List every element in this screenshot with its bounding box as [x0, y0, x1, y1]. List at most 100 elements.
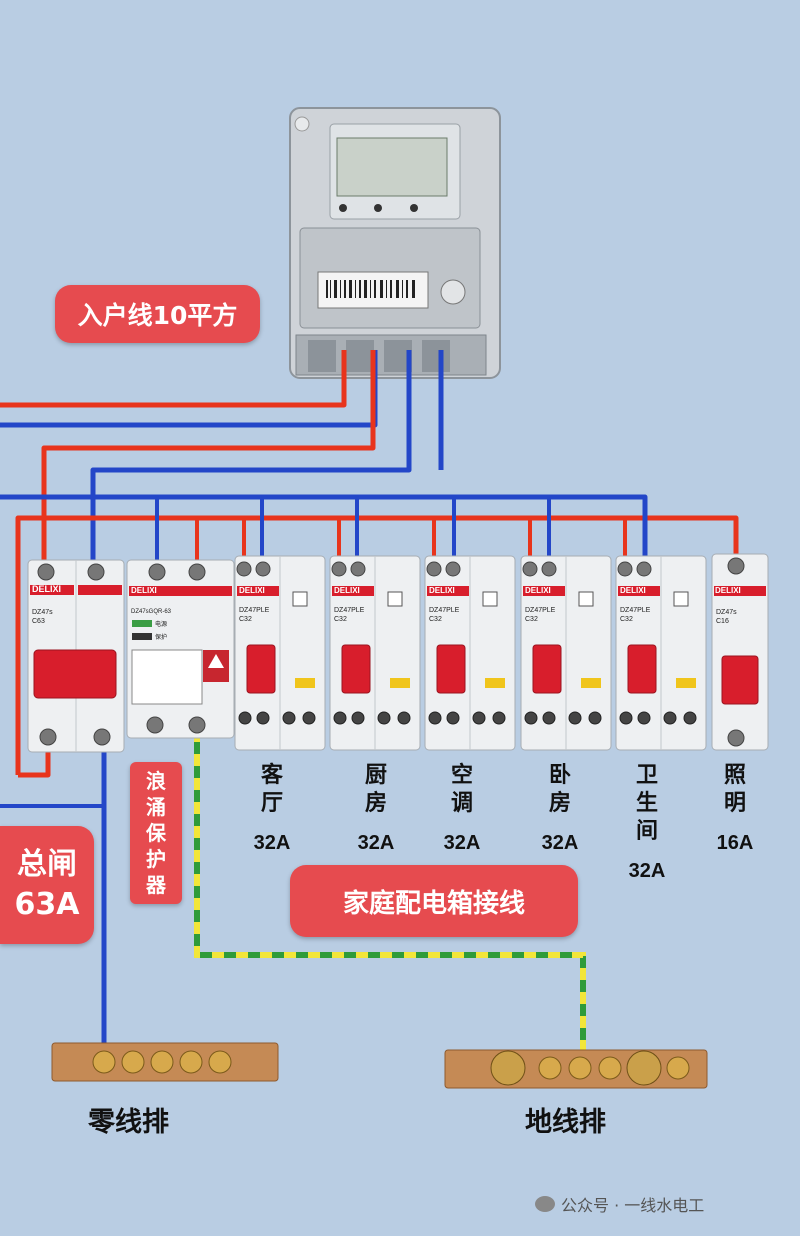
svg-text:DELIXI: DELIXI — [715, 586, 741, 595]
spd-model: DZ47sGQR-63 — [131, 609, 172, 615]
terminal-screw — [302, 711, 316, 725]
room-char: 房 — [548, 791, 571, 816]
terminal-screw — [351, 711, 365, 725]
rcbo-breaker: DELIXI DZ47PLE C32 — [424, 555, 516, 751]
breaker-rating: C32 — [429, 616, 442, 623]
room-char: 明 — [723, 791, 746, 816]
terminal-screw — [568, 711, 582, 725]
neutral-bar-label: 零线排 — [88, 1107, 169, 1138]
breaker-rating: C32 — [525, 616, 538, 623]
breaker-model: DZ47PLE — [334, 607, 365, 614]
terminal-screw — [282, 711, 296, 725]
wechat-icon — [535, 1196, 555, 1212]
live-wire — [18, 745, 51, 778]
room-char: 厨 — [364, 763, 387, 788]
circuit-label-kitchen: 厨 房 32A — [354, 762, 398, 855]
breaker-handle — [532, 644, 562, 694]
breaker-rating: C63 — [32, 618, 45, 625]
terminal-screw — [256, 711, 270, 725]
live-wire — [41, 350, 376, 570]
electric-meter — [289, 107, 501, 379]
circuit-label-air-conditioner: 空 调 32A — [440, 762, 484, 855]
indicator — [676, 678, 696, 688]
main-breaker-handle — [33, 649, 117, 699]
breaker-handle — [627, 644, 657, 694]
test-button — [387, 591, 403, 607]
terminal-screw — [331, 561, 347, 577]
room-char: 空 — [450, 763, 473, 788]
barcode — [326, 280, 415, 298]
room-char: 客 — [260, 763, 283, 788]
brand-logo: DELIXI — [429, 586, 455, 595]
terminal-screw — [541, 561, 557, 577]
terminal-screw — [588, 711, 602, 725]
brand-logo: DELIXI — [32, 584, 61, 594]
live-wire — [0, 350, 347, 408]
spd-char: 浪 — [146, 769, 166, 793]
test-button — [673, 591, 689, 607]
brand-logo: DELIXI — [525, 586, 551, 595]
spd-char: 护 — [146, 847, 166, 871]
breaker-handle — [341, 644, 371, 694]
terminal-screw — [397, 711, 411, 725]
live-wire — [15, 515, 739, 775]
circuit-label-bedroom: 卧 房 32A — [538, 762, 582, 855]
test-button — [578, 591, 594, 607]
terminal-screw — [333, 711, 347, 725]
breaker-model: DZ47s — [32, 609, 53, 616]
terminal-screw — [522, 561, 538, 577]
terminal-screw — [428, 711, 442, 725]
breaker-rating: C32 — [239, 616, 252, 623]
circuit-breakers: DELIXIDZ47PLEC32DELIXIDZ47PLEC32DELIXIDZ… — [234, 555, 707, 751]
main-switch-line2: 63A — [14, 887, 80, 922]
spd-char: 涌 — [146, 795, 166, 819]
terminal-screw — [236, 561, 252, 577]
branch-wires — [155, 497, 627, 562]
watermark-text: 公众号 · 一线水电工 — [561, 1196, 705, 1215]
amp-rating: 32A — [357, 832, 395, 854]
breaker-model: DZ47PLE — [525, 607, 556, 614]
terminal-screw — [446, 711, 460, 725]
meter-seal — [440, 279, 466, 305]
diagram-title: 家庭配电箱接线 — [290, 865, 578, 937]
neutral-wire — [90, 350, 412, 570]
room-char: 卧 — [548, 763, 571, 788]
terminal-screw — [524, 711, 538, 725]
amp-rating: 32A — [541, 832, 579, 854]
amp-rating: 32A — [443, 832, 481, 854]
amp-rating: 32A — [253, 832, 291, 854]
spd-lamp-protect: 保护 — [155, 633, 167, 641]
lighting-model: DZ47s — [716, 609, 737, 616]
terminal-screw — [350, 561, 366, 577]
room-char: 房 — [364, 791, 387, 816]
terminal-screw — [637, 711, 651, 725]
indicator — [485, 678, 505, 688]
ground-bar — [444, 1049, 708, 1089]
terminal-screw — [377, 711, 391, 725]
breaker-model: DZ47PLE — [429, 607, 460, 614]
terminal-screw — [542, 711, 556, 725]
incoming-line-label: 入户线10平方 — [55, 285, 260, 343]
terminal-screw — [492, 711, 506, 725]
svg-text:DELIXI: DELIXI — [131, 586, 157, 595]
room-char: 间 — [635, 819, 658, 844]
spd-char: 保 — [146, 821, 166, 845]
circuit-label-lighting: 照 明 16A — [713, 762, 757, 855]
main-switch-line1: 总闸 — [17, 847, 77, 882]
terminal-screw — [617, 561, 633, 577]
main-breaker: DELIXI DZ47s C63 — [27, 559, 125, 753]
terminal-screw — [426, 561, 442, 577]
terminal-screw — [683, 711, 697, 725]
ground-wire — [194, 730, 586, 1065]
amp-rating: 32A — [628, 860, 666, 882]
breaker-rating: C32 — [620, 616, 633, 623]
room-char: 照 — [723, 763, 746, 788]
circuit-label-bathroom: 卫 生 间 32A — [625, 762, 669, 883]
breaker-handle — [246, 644, 276, 694]
terminal-screw — [238, 711, 252, 725]
terminal-screw — [255, 561, 271, 577]
